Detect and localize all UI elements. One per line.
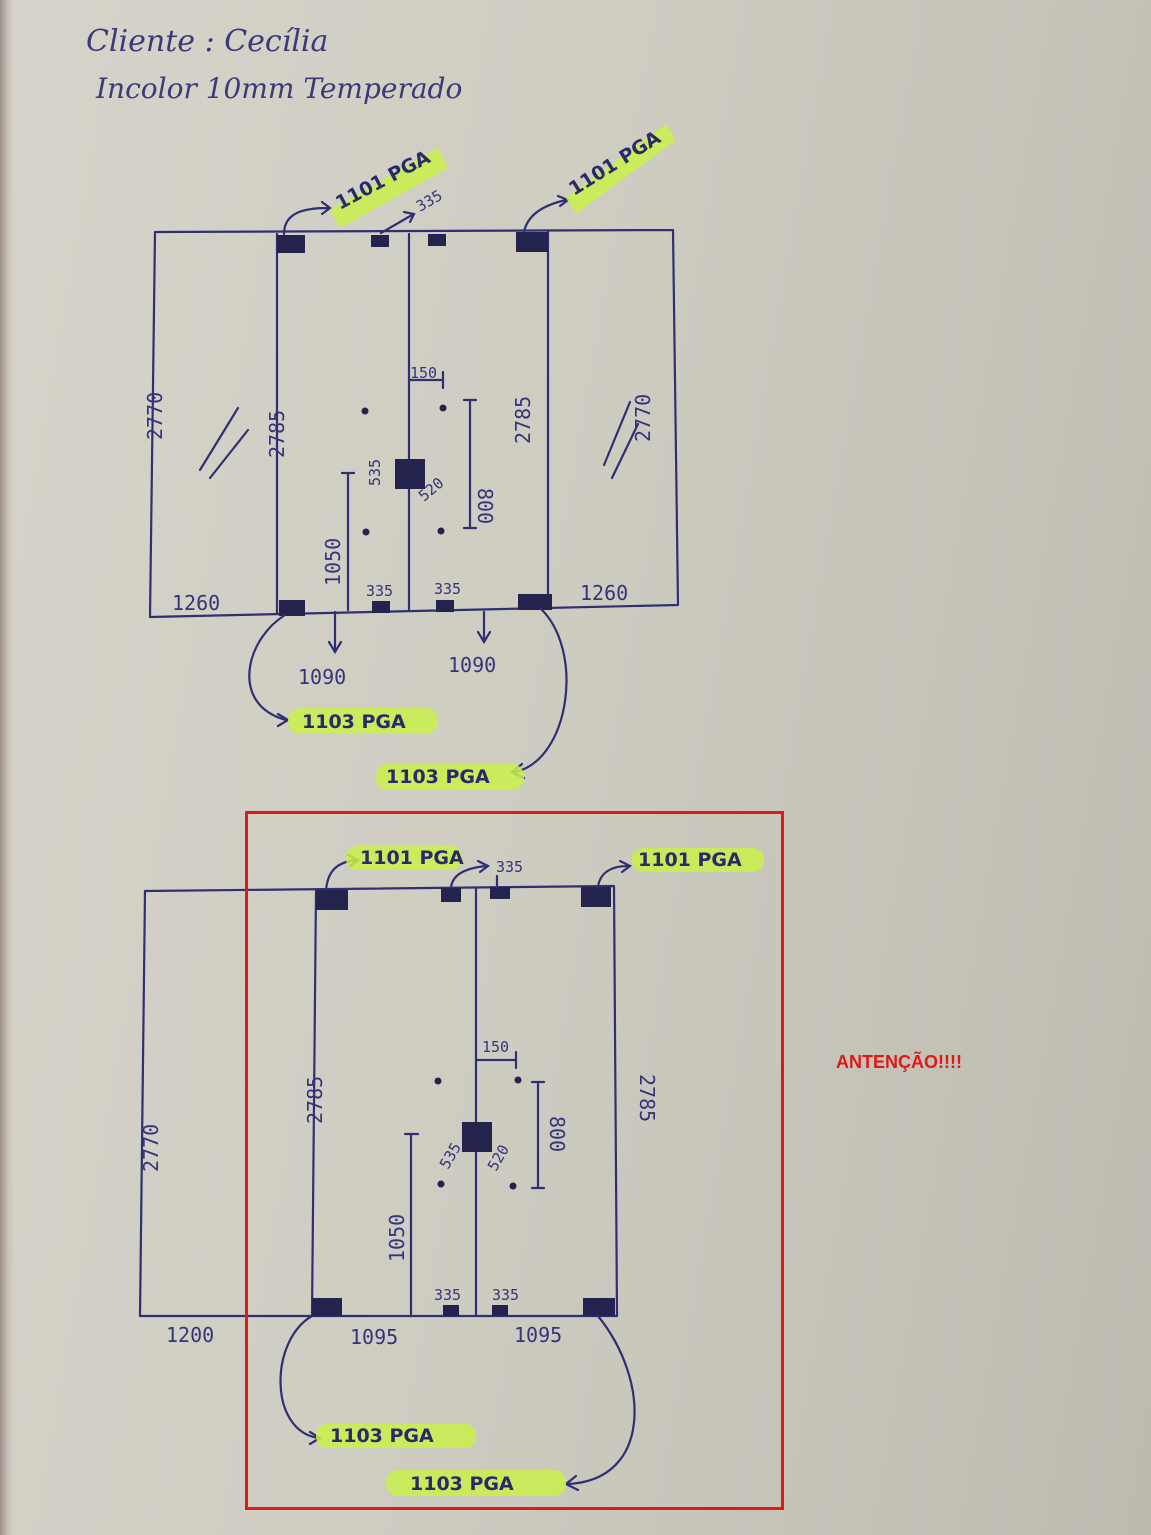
plan-bottom: 1101 PGA 1101 PGA 1103 PGA 1103 PGA 2770… xyxy=(138,846,764,1496)
handle-dim xyxy=(530,1080,546,1190)
dim-top-small: 335 xyxy=(413,186,445,215)
plan-top-panel-lines xyxy=(275,229,550,615)
hinge-label-top-right: 1101 PGA xyxy=(638,849,742,871)
page-edge xyxy=(0,0,14,1535)
dim-offset: 150 xyxy=(482,1038,509,1056)
arrow xyxy=(327,610,343,655)
plan-bottom-outline xyxy=(138,884,619,1318)
pivot-block xyxy=(441,888,461,902)
highlight xyxy=(346,846,462,870)
highlight xyxy=(316,1424,476,1448)
arrow xyxy=(282,200,332,236)
glass-mark-right xyxy=(602,400,640,480)
arrow xyxy=(476,610,492,645)
hinge-label-top-right: 1101 PGA xyxy=(565,126,665,200)
handle-dim xyxy=(462,398,478,530)
dim-handle-height: 1050 xyxy=(385,1214,409,1262)
dim-left-height: 2770 xyxy=(143,392,167,440)
highlight xyxy=(632,848,764,872)
hole-dot xyxy=(361,407,369,415)
hole-dot xyxy=(437,1180,445,1188)
handle-height-dim xyxy=(340,471,356,612)
hinge-block xyxy=(277,235,305,253)
hinge-label-bottom-right: 1103 PGA xyxy=(386,766,490,788)
arrow xyxy=(449,859,491,890)
highlight xyxy=(288,708,438,734)
dim-bottom-small-right: 335 xyxy=(492,1286,519,1304)
plan-top: 1101 PGA 1101 PGA 1103 PGA 1103 PGA 2770… xyxy=(143,124,680,790)
dim-right-height: 2770 xyxy=(631,394,655,442)
plan-top-outline xyxy=(148,228,680,619)
dim-door-width-right: 1095 xyxy=(514,1323,562,1347)
arrow xyxy=(509,606,568,780)
dim-bottom-small-left: 335 xyxy=(434,1286,461,1304)
dim-door-width-left: 1090 xyxy=(298,665,346,689)
lock-block xyxy=(395,459,425,489)
hinge-block xyxy=(518,594,552,610)
dim-lock-left: 535 xyxy=(366,459,384,486)
arrow xyxy=(522,194,571,234)
hole-dot xyxy=(437,527,445,535)
dim-left-height: 2770 xyxy=(139,1124,163,1172)
highlight xyxy=(376,764,524,790)
lock-block xyxy=(462,1122,492,1152)
hinge-block xyxy=(312,1298,342,1316)
pivot-block xyxy=(371,235,389,247)
glass-line: Incolor 10mm Temperado xyxy=(96,72,463,105)
dim-bottom-small-left: 335 xyxy=(366,582,393,600)
arrow xyxy=(596,859,633,889)
dim-top-small: 335 xyxy=(496,858,523,876)
attention-label: ANTENÇÃO!!!! xyxy=(836,1052,962,1072)
pivot-block xyxy=(490,887,510,899)
offset-dim xyxy=(407,370,445,390)
dim-right-width: 1260 xyxy=(580,581,628,605)
offset-dim xyxy=(474,1050,518,1070)
pivot-block xyxy=(372,601,390,613)
dim-door-right-height: 2785 xyxy=(635,1074,659,1122)
arrow xyxy=(248,613,291,728)
handle-height-dim xyxy=(403,1132,420,1316)
hinge-block xyxy=(279,600,305,616)
plan-bottom-panel-lines xyxy=(310,886,478,1318)
pivot-block xyxy=(492,1305,508,1316)
hinge-label-bottom-left: 1103 PGA xyxy=(330,1425,434,1447)
dim-door-left-height: 2785 xyxy=(303,1076,327,1124)
hinge-label-top-left: 1101 PGA xyxy=(360,847,464,869)
arrow xyxy=(379,210,416,235)
hinge-block xyxy=(581,887,611,907)
dim-door-width-right: 1090 xyxy=(448,653,496,677)
dim-left-width: 1200 xyxy=(166,1323,214,1347)
dim-left-width: 1260 xyxy=(172,591,220,615)
hinge-label-bottom-right: 1103 PGA xyxy=(410,1473,514,1495)
dim-handle-height: 1050 xyxy=(321,538,345,586)
dim-door-left-height: 2785 xyxy=(265,410,289,458)
hole-dot xyxy=(439,404,447,412)
highlight xyxy=(330,148,448,228)
hole-dot xyxy=(362,528,370,536)
pivot-block xyxy=(436,600,454,612)
pivot-block xyxy=(443,1305,459,1316)
dim-offset: 150 xyxy=(410,364,437,382)
dim-door-width-left: 1095 xyxy=(350,1325,398,1349)
dim-bottom-small-right: 335 xyxy=(434,580,461,598)
client-line: Cliente : Cecília xyxy=(86,24,329,59)
attention-highlight-box xyxy=(245,811,784,1510)
hole-dot xyxy=(434,1077,442,1085)
hole-dot xyxy=(514,1076,522,1084)
hinge-block xyxy=(316,890,348,910)
hole-dot xyxy=(509,1182,517,1190)
pivot-block xyxy=(428,234,446,246)
hinge-label-bottom-left: 1103 PGA xyxy=(302,711,406,733)
glass-mark-left xyxy=(198,406,250,480)
highlight xyxy=(566,124,676,214)
hinge-block xyxy=(583,1298,615,1316)
dim-handle: 800 xyxy=(545,1116,569,1152)
dim-handle: 800 xyxy=(473,488,497,524)
dim-door-right-height: 2785 xyxy=(511,396,535,444)
hinge-block xyxy=(516,232,548,252)
highlight xyxy=(386,1470,566,1496)
